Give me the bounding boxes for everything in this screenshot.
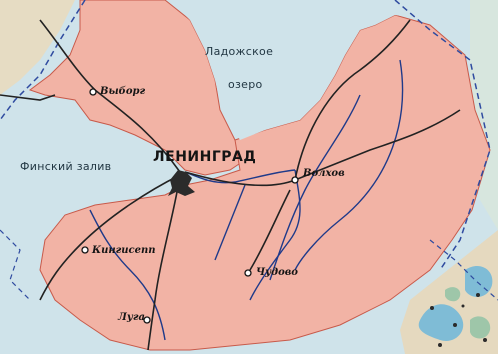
luga-label: Луга bbox=[118, 312, 145, 323]
vyborg-label: Выборг bbox=[100, 86, 146, 97]
railway-west bbox=[0, 94, 56, 101]
river-tosna bbox=[214, 184, 246, 261]
railway-luga bbox=[147, 174, 181, 351]
river-volkhov bbox=[249, 169, 301, 301]
chudovo-marker bbox=[244, 269, 252, 277]
railway-kingisepp bbox=[39, 174, 181, 301]
railway-vyborg-north bbox=[39, 19, 96, 91]
outside-land-northwest bbox=[0, 0, 75, 95]
railway-vyborg-leningrad bbox=[94, 89, 181, 173]
railway-volkhov bbox=[184, 109, 461, 187]
river-east bbox=[269, 94, 361, 281]
capital-label: ЛЕНИНГРАД bbox=[153, 149, 257, 165]
river-syas bbox=[294, 59, 404, 271]
lake-ladoga bbox=[170, 0, 440, 140]
volkhov-label: Волхов bbox=[303, 168, 345, 179]
border-west bbox=[0, 229, 31, 301]
river-neva bbox=[184, 169, 296, 184]
railways bbox=[0, 19, 461, 351]
state-border-northwest bbox=[0, 0, 86, 121]
volkhov-marker bbox=[291, 176, 299, 184]
rivers bbox=[89, 59, 404, 341]
kingisepp-marker bbox=[81, 246, 89, 254]
oblast-border-east bbox=[394, 0, 491, 271]
railway-chudovo bbox=[249, 189, 291, 271]
lake-ladoga-label-line1: Ладожское bbox=[205, 45, 274, 58]
railway-north bbox=[294, 19, 411, 181]
city-markers bbox=[81, 88, 299, 324]
vyborg-marker bbox=[89, 88, 97, 96]
chudovo-label: Чудово bbox=[256, 267, 298, 278]
gulf-of-finland-label: Финский залив bbox=[20, 160, 112, 173]
luga-marker bbox=[143, 316, 151, 324]
kingisepp-label: Кингисепп bbox=[92, 245, 156, 256]
river-luga bbox=[89, 209, 166, 341]
lake-ladoga-label-line2: озеро bbox=[228, 78, 263, 91]
leningrad-city-area bbox=[168, 170, 195, 196]
border-southeast bbox=[429, 239, 498, 301]
